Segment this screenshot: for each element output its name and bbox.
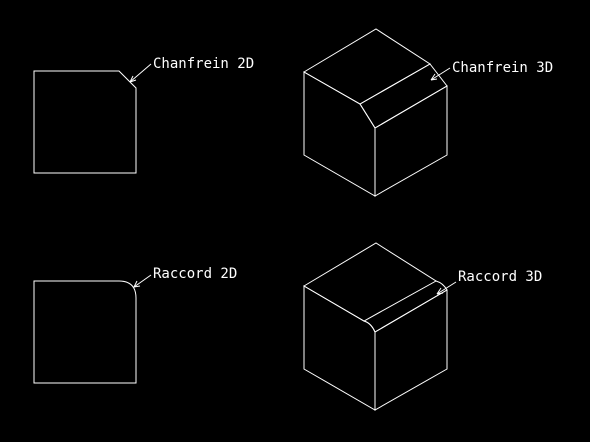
chamfer-3d-left-face (303, 71, 376, 197)
fillet-2d-arrowhead (133, 280, 141, 288)
fillet-3d-right-face (374, 289, 448, 411)
fillet-3d-left-face (303, 285, 376, 411)
fillet-3d-figure: Raccord 3D (303, 242, 542, 411)
chamfer-3d-figure: Chanfrein 3D (303, 28, 553, 197)
chamfer-3d-leader (430, 67, 451, 81)
fillet-3d-top-face (303, 242, 437, 322)
chamfer-3d-right-face (374, 85, 448, 197)
chamfer-2d-leader (129, 63, 152, 83)
chamfer-3d-chamfer-face (359, 63, 448, 129)
fillet-3d-leader (436, 281, 457, 295)
fillet-2d-label: Raccord 2D (153, 266, 237, 282)
fillet-2d-outline (33, 280, 137, 384)
fillet-2d-leader (133, 274, 152, 288)
chamfer-3d-arrowhead (430, 73, 438, 81)
chamfer-2d-figure: Chanfrein 2D (33, 56, 254, 174)
fillet-3d-blend-face (363, 280, 448, 333)
fillet-2d-figure: Raccord 2D (33, 266, 237, 384)
chamfer-3d-label: Chanfrein 3D (452, 60, 553, 76)
chamfer-2d-label: Chanfrein 2D (153, 56, 254, 72)
fillet-3d-arrowhead (436, 287, 444, 295)
fillet-3d-label: Raccord 3D (458, 269, 542, 285)
chamfer-2d-arrowhead (129, 75, 137, 83)
chamfer-2d-outline (33, 70, 137, 174)
chamfer-3d-top-face (303, 28, 431, 105)
